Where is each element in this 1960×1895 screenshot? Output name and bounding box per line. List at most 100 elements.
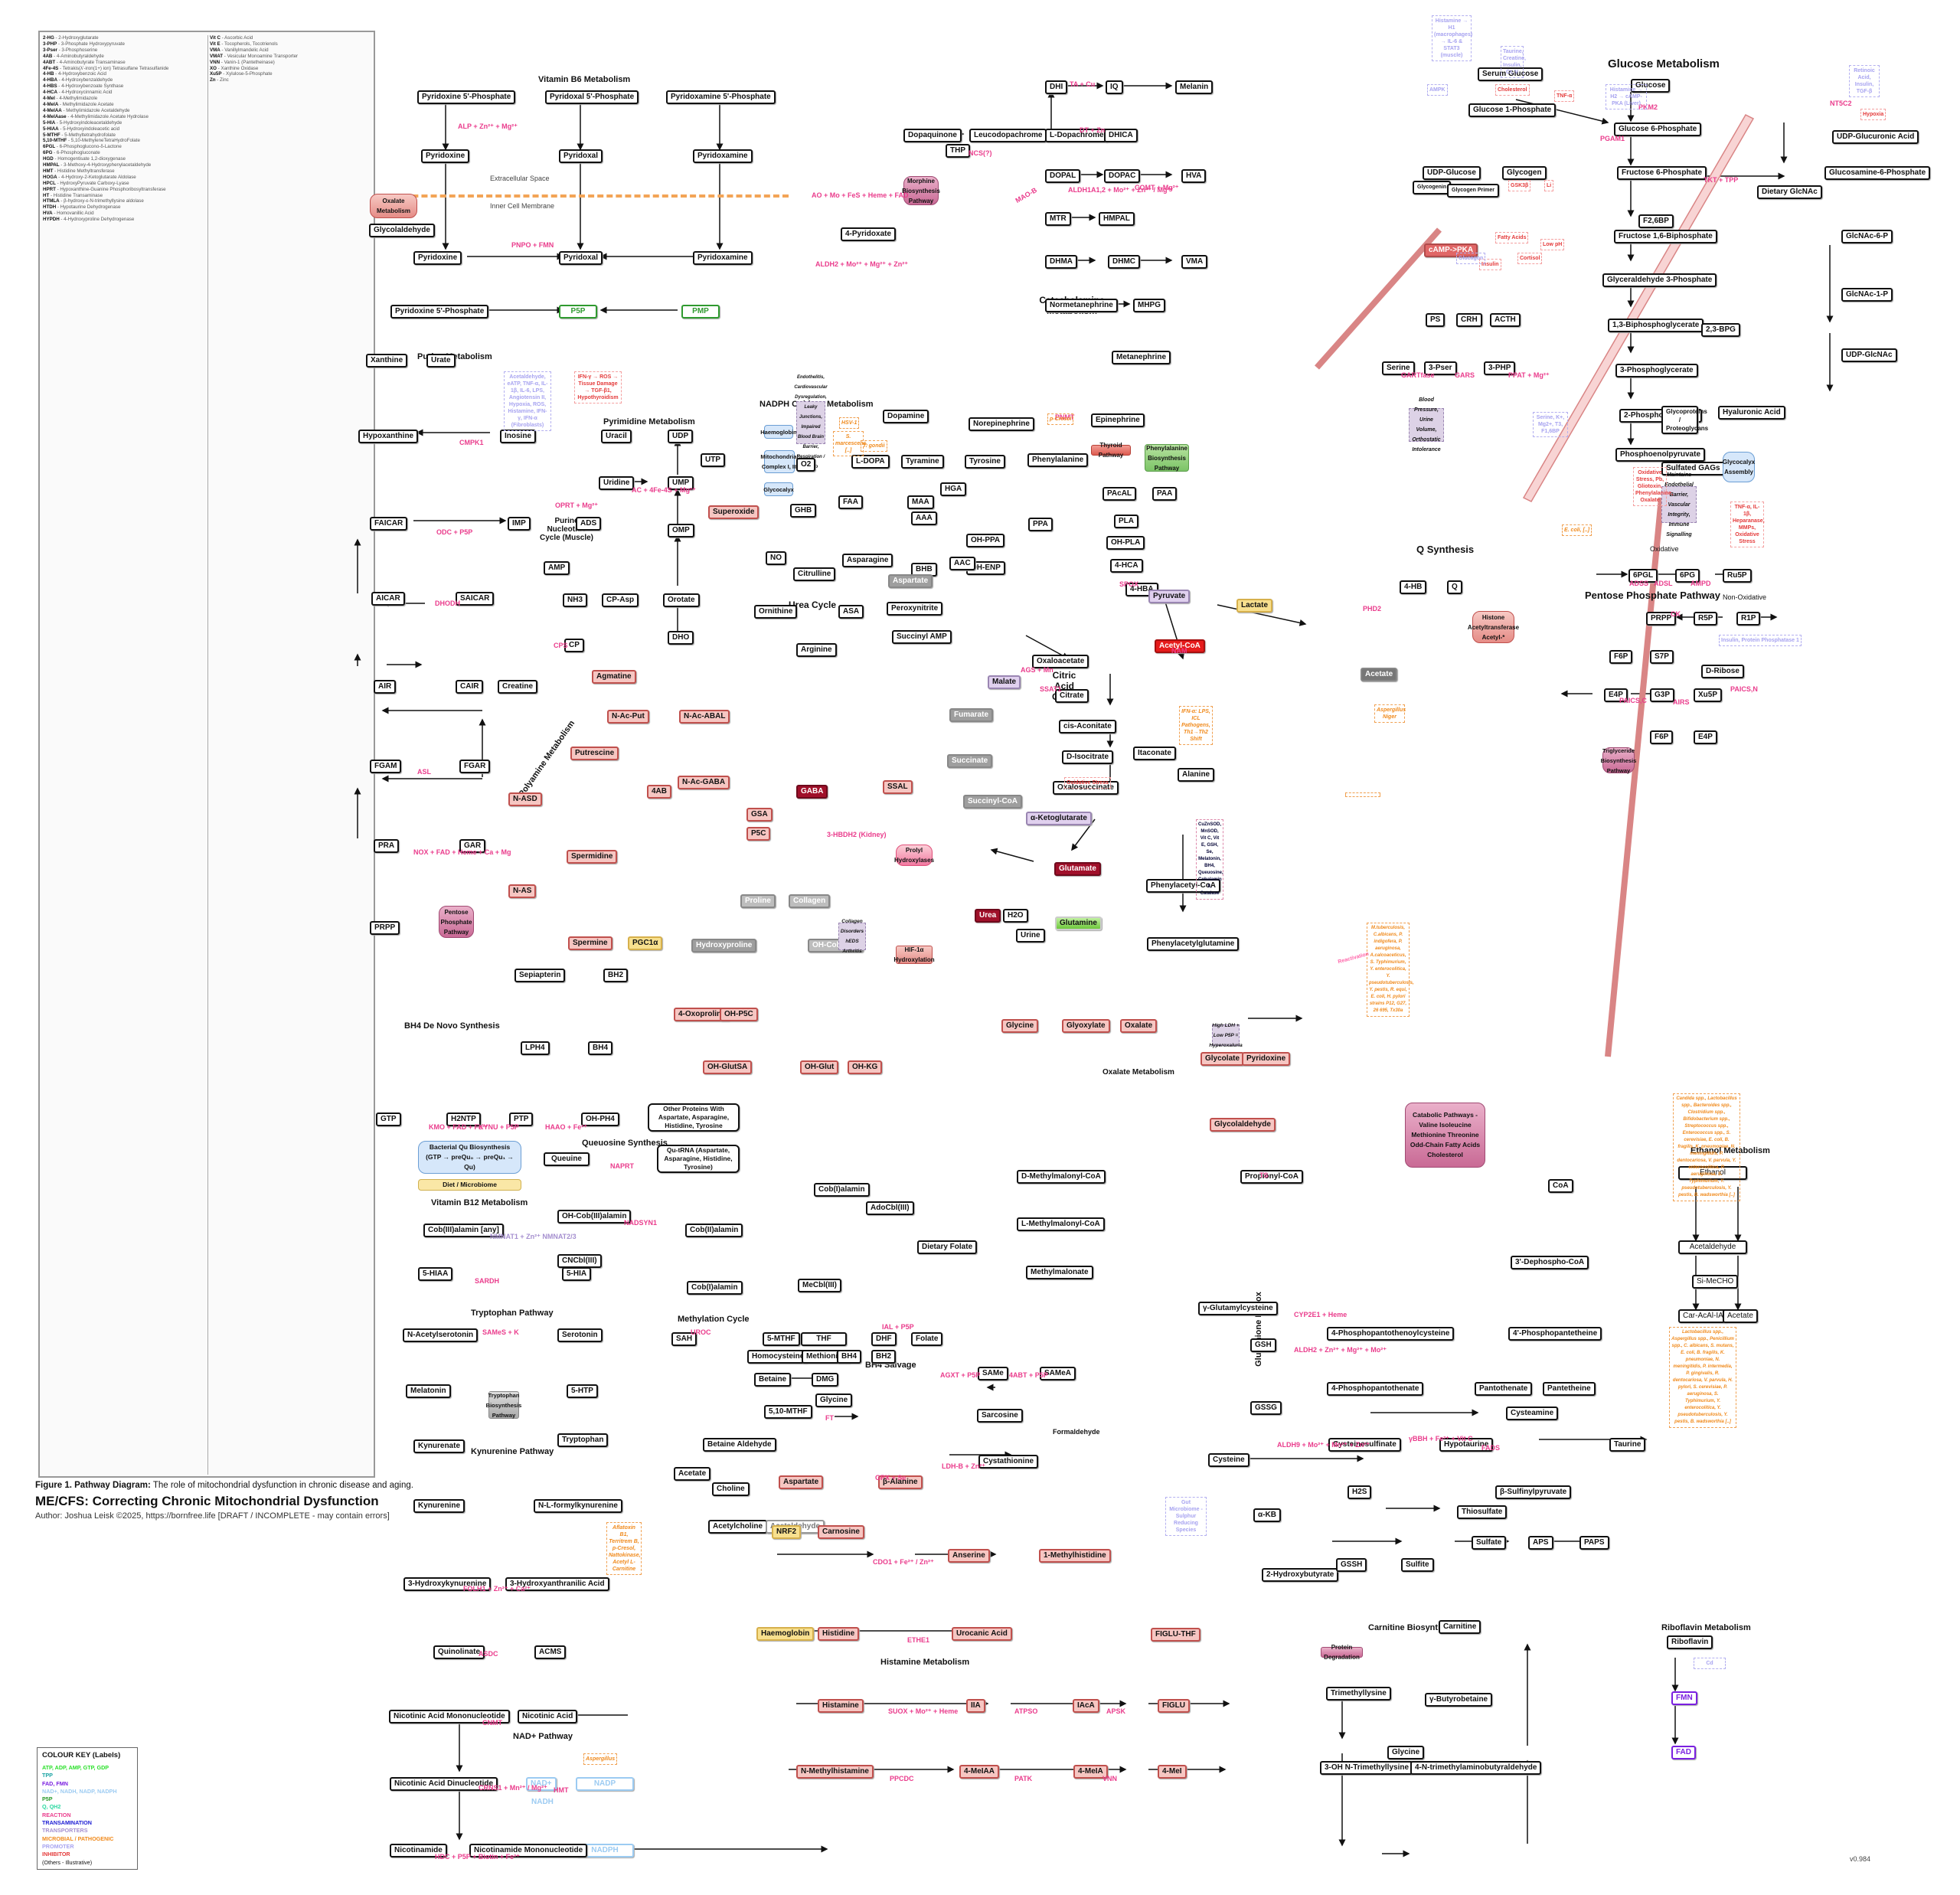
box-protein-degradation[interactable]: Protein Degradation [1321,1644,1363,1661]
node-tyrosine[interactable]: Tyrosine [965,455,1005,469]
node-glucose[interactable]: Glucose [1631,79,1671,93]
node-6pgl[interactable]: 6PGL [1628,569,1658,583]
node-4-hca[interactable]: 4-HCA [1110,559,1143,573]
node-g3p[interactable]: G3P [1650,688,1675,702]
node-n-ac-abal[interactable]: N-Ac-ABAL [679,710,730,724]
node-ornithine[interactable]: Ornithine [754,605,798,619]
node-hypotaurine[interactable]: Hypotaurine [1439,1438,1494,1452]
node-f26bp[interactable]: F2,6BP [1638,214,1674,228]
node-uridine[interactable]: Uridine [599,476,635,490]
node-dopamine[interactable]: Dopamine [883,410,929,423]
node-mecbl-iii[interactable]: MeCbl(III) [798,1279,841,1292]
node-dhica[interactable]: DHICA [1104,129,1138,142]
node-oh-ph4[interactable]: OH-PH4 [581,1112,619,1126]
node-gar[interactable]: GAR [459,839,486,853]
node-phenylacetyl-coa[interactable]: Phenylacetyl-CoA [1146,879,1221,893]
node-betaine[interactable]: Betaine [754,1373,792,1387]
node-5-hia[interactable]: 5-HIA [562,1267,592,1281]
node-beta-alanine[interactable]: β-Alanine [878,1475,923,1489]
node-melatonin[interactable]: Melatonin [406,1384,451,1398]
node-glucose-1-phosphate[interactable]: Glucose 1-Phosphate [1468,103,1557,117]
node-acetaldehyde[interactable]: Acetaldehyde [1678,1240,1747,1254]
node-orotate[interactable]: Orotate [663,593,700,607]
node-camp-pka[interactable]: cAMP->PKA [1424,243,1478,257]
node-4-meia[interactable]: 4-MeIA [1073,1765,1108,1779]
node-glycogen-primer[interactable]: Glycogen Primer [1447,184,1500,198]
node-glycogen[interactable]: Glycogen [1502,166,1547,180]
node-glycolaldehyde-ox[interactable]: Glycolaldehyde [1210,1118,1276,1132]
node-epinephrine[interactable]: Epinephrine [1091,413,1145,427]
node-nicotinic-acid-dinucleotide[interactable]: Nicotinic Acid Dinucleotide [390,1777,498,1791]
node-n-asd[interactable]: N-ASD [508,792,542,806]
node-aspartate[interactable]: Aspartate [888,574,933,588]
node-carnitine[interactable]: Carnitine [1439,1620,1481,1634]
node-acetate-meth[interactable]: Acetate [674,1467,711,1481]
node-3-pser[interactable]: 3-Pser [1424,361,1457,375]
node-prpp[interactable]: PRPP [370,921,400,935]
node-norepinephrine[interactable]: Norepinephrine [969,417,1034,431]
box-thyroid-pathway[interactable]: Thyroid Pathway [1091,442,1131,459]
node-h2s[interactable]: H2S [1348,1485,1372,1499]
node-ssal[interactable]: SSAL [883,780,913,794]
node-figlu-thf[interactable]: FIGLU-THF [1151,1628,1200,1642]
node-glycolate[interactable]: Glycolate [1200,1052,1245,1066]
node-13-bpg[interactable]: 1,3-Biphosphoglycerate [1608,319,1704,332]
node-ump[interactable]: UMP [668,476,694,490]
node-dietary-folate[interactable]: Dietary Folate [917,1240,978,1254]
node-cncbl-iii[interactable]: CNCbl(III) [557,1254,602,1268]
node-e4p-2[interactable]: E4P [1694,730,1717,744]
node-nicotinamide[interactable]: Nicotinamide [390,1844,447,1857]
node-mtr[interactable]: MTR [1045,212,1071,226]
box-morphine-biosynthesis[interactable]: Morphine Biosynthesis Pathway [902,176,940,205]
node-h2o[interactable]: H2O [1003,909,1028,923]
node-other-proteins[interactable]: Other Proteins With Aspartate, Asparagin… [648,1103,740,1132]
node-alpha-ketoglutarate[interactable]: α-Ketoglutarate [1026,812,1092,825]
node-succinyl-amp[interactable]: Succinyl AMP [892,630,952,644]
node-same[interactable]: SAMe [978,1367,1008,1380]
node-sulfite[interactable]: Sulfite [1401,1558,1434,1572]
box-glycocalyx-assembly[interactable]: Glycocalyx Assembly [1723,452,1755,482]
node-cob-ii-alamin[interactable]: Cob(II)alamin [685,1224,743,1237]
node-glcnac-1-p[interactable]: GlcNAc-1-P [1841,288,1893,302]
node-glycolaldehyde[interactable]: Glycolaldehyde [369,224,435,237]
node-dopal[interactable]: DOPAL [1045,169,1081,183]
node-trimethyllysine[interactable]: Trimethyllysine [1326,1687,1391,1701]
node-oh-glutsa[interactable]: OH-GlutSA [703,1060,753,1074]
box-mitochondrial-complex[interactable]: Mitochondrial Complex I, III [760,450,799,473]
node-gaba[interactable]: GABA [796,785,828,799]
node-faicar[interactable]: FAICAR [370,517,408,531]
node-h2ntp[interactable]: H2NTP [446,1112,481,1126]
node-amp[interactable]: AMP [544,561,570,575]
node-d-ribose[interactable]: D-Ribose [1701,665,1744,678]
node-paps[interactable]: PAPS [1579,1536,1609,1550]
node-dhma[interactable]: DHMA [1045,255,1077,269]
node-5-mthf[interactable]: 5-MTHF [763,1332,800,1346]
node-ethanol[interactable]: Ethanol [1678,1166,1747,1180]
node-s7p[interactable]: S7P [1650,650,1674,664]
node-4-n-trimethylaminobutyraldehyde[interactable]: 4-N-trimethylaminobutyraldehyde [1410,1761,1542,1775]
node-4-pyridoxate[interactable]: 4-Pyridoxate [841,227,897,241]
node-l-dopachrome[interactable]: L-Dopachrome [1045,129,1109,142]
node-n-as[interactable]: N-AS [508,884,537,898]
node-d-isocitrate[interactable]: D-Isocitrate [1062,750,1114,764]
node-aps[interactable]: APS [1528,1536,1553,1550]
box-hif-hydroxylation[interactable]: HIF-1α Hydroxylation [893,946,935,964]
node-phenylacetylglutamine[interactable]: Phenylacetylglutamine [1147,937,1240,951]
node-glcnac-6-p[interactable]: GlcNAc-6-P [1841,230,1893,243]
node-ptp[interactable]: PTP [509,1112,534,1126]
node-acms[interactable]: ACMS [534,1645,567,1659]
node-pyruvate[interactable]: Pyruvate [1148,590,1191,603]
node-pyridoxamine-ext[interactable]: Pyridoxamine [693,149,753,163]
node-citrate[interactable]: Citrate [1055,689,1089,703]
node-acetate[interactable]: Acetate [1361,668,1398,681]
node-hydroxyproline[interactable]: Hydroxyproline [691,939,757,952]
node-oh-pla[interactable]: OH-PLA [1106,536,1145,550]
node-acetylcholine[interactable]: Acetylcholine [708,1520,768,1534]
node-4-phosphopantothenate[interactable]: 4-Phosphopantothenate [1327,1382,1424,1396]
box-catabolic-pathways[interactable]: Catabolic Pathways - Valine Isoleucine M… [1405,1103,1485,1168]
node-pyridoxamine[interactable]: Pyridoxamine [693,251,753,265]
node-omp[interactable]: OMP [668,524,694,537]
node-urate[interactable]: Urate [426,354,456,368]
node-aspartate-hist[interactable]: Aspartate [779,1475,824,1489]
node-peroxynitrite[interactable]: Superoxide [708,505,760,519]
